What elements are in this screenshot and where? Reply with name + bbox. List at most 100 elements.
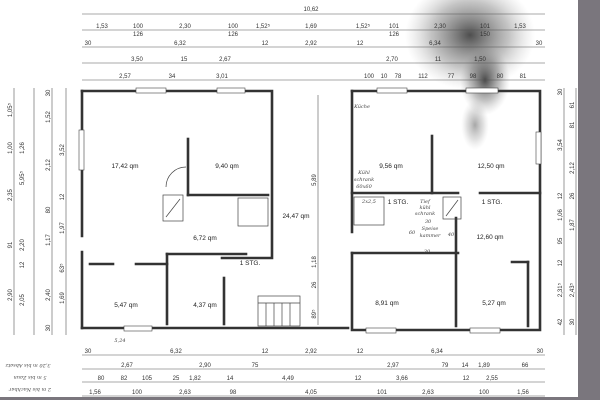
top-dimension: 15 xyxy=(181,57,188,63)
right-dimension: 12 xyxy=(558,259,564,266)
handwritten-note: 5,24 xyxy=(114,338,125,344)
room-area-label: 9,56 qm xyxy=(379,163,403,170)
bottom-dimension: 1,56 xyxy=(89,390,101,396)
top-dimension: 1,50 xyxy=(474,57,486,63)
top-dimension: 2,30 xyxy=(179,24,191,30)
overall-width-dimension: 10,62 xyxy=(303,7,319,13)
right-dimension: 42 xyxy=(558,318,564,325)
handwritten-note: 60 xyxy=(409,230,416,236)
stair-dimension: 1,18 xyxy=(312,256,318,268)
handwritten-note: 30 xyxy=(425,219,432,225)
right-dimension: 2,43⁵ xyxy=(569,282,576,297)
bottom-dimension: 12 xyxy=(262,349,269,355)
bottom-dimension: 2,55 xyxy=(486,376,498,382)
walls xyxy=(78,87,542,334)
room-area-label: 24,47 qm xyxy=(282,213,309,220)
left-dimension: 1,00 xyxy=(8,142,14,154)
top-dimension: 81 xyxy=(520,74,527,80)
bottom-dimension: 79 xyxy=(442,363,449,369)
bottom-dimension: 1,89 xyxy=(478,363,490,369)
bottom-dimension: 14 xyxy=(227,376,234,382)
handwritten-note: schrank xyxy=(354,177,374,183)
top-dimension: 80 xyxy=(497,74,504,80)
dimension-lines xyxy=(13,13,577,397)
left-dimension: 91 xyxy=(8,241,14,248)
bottom-dimension: 2,97 xyxy=(387,363,399,369)
left-dimension: 12 xyxy=(20,261,26,268)
top-dimension: 101 xyxy=(389,24,400,30)
top-dimension: 12 xyxy=(357,41,364,47)
top-dimension: 78 xyxy=(395,74,402,80)
bottom-dimension: 12 xyxy=(355,376,362,382)
bottom-dimension: 2,90 xyxy=(199,363,211,369)
bottom-dimension: 2,63 xyxy=(179,390,191,396)
top-dimension: 126 xyxy=(389,32,400,38)
top-dimension: 2,30 xyxy=(434,24,446,30)
left-dimension: 1,97 xyxy=(60,222,66,234)
handwritten-note: 60x60 xyxy=(356,184,372,190)
top-dimension: 10 xyxy=(381,74,388,80)
left-dimension: 2,90 xyxy=(8,289,14,301)
bottom-dimension: 6,32 xyxy=(170,349,182,355)
right-dimension: 30 xyxy=(558,88,564,95)
top-dimension: 34 xyxy=(169,74,176,80)
floor-level-label: 1 STG. xyxy=(482,199,503,206)
left-dimension: 12 xyxy=(60,193,66,200)
top-dimension: 150 xyxy=(480,32,491,38)
room-area-label: 8,91 qm xyxy=(375,300,399,307)
bottom-dimension: 12 xyxy=(463,376,470,382)
handwritten-note: Speise xyxy=(422,226,439,232)
scan-border xyxy=(578,0,600,400)
bottom-dimension: 66 xyxy=(522,363,529,369)
handwritten-note: Kühl xyxy=(357,170,370,176)
right-dimension: 1,06 xyxy=(558,209,564,221)
room-area-label: 17,42 qm xyxy=(111,163,138,170)
bottom-dimension: 105 xyxy=(142,376,153,382)
top-dimension: 30 xyxy=(536,41,543,47)
room-area-label: 12,50 qm xyxy=(477,163,504,170)
left-dimension: 3,52 xyxy=(60,144,66,156)
bottom-dimension: 82 xyxy=(121,376,128,382)
left-dimension: 63⁵ xyxy=(59,263,66,273)
left-dimension: 2,05 xyxy=(20,294,26,306)
left-dimension: 80 xyxy=(46,206,52,213)
bottom-dimension: 4,49 xyxy=(282,376,294,382)
room-area-label: 4,37 qm xyxy=(193,302,217,309)
right-dimension: 1,87 xyxy=(570,219,576,231)
top-dimension: 1,69 xyxy=(305,24,317,30)
right-dimension: 61 xyxy=(570,101,576,108)
top-dimension: 1,52⁵ xyxy=(256,23,271,30)
bottom-dimension: 30 xyxy=(537,349,544,355)
right-dimension: 26 xyxy=(570,192,576,199)
top-dimension: 12 xyxy=(262,41,269,47)
left-dimension: 30 xyxy=(46,324,52,331)
top-dimension: 112 xyxy=(418,74,428,80)
bottom-dimension: 12 xyxy=(357,349,364,355)
top-dimension: 2,70 xyxy=(386,57,398,63)
bottom-dimension: 2,67 xyxy=(121,363,133,369)
top-dimension: 11 xyxy=(435,57,442,63)
top-dimension: 98 xyxy=(470,74,477,80)
bottom-dimension: 100 xyxy=(132,390,143,396)
top-dimension: 100 xyxy=(364,74,375,80)
bottom-dimension: 80 xyxy=(98,376,105,382)
room-area-label: 9,40 qm xyxy=(215,163,239,170)
left-dimension: 2,12 xyxy=(46,159,52,171)
top-dimension: 100 xyxy=(228,24,239,30)
left-dimension: 1,05⁵ xyxy=(7,102,14,117)
handwritten-note: Küche xyxy=(353,104,370,110)
right-dimension: 95 xyxy=(558,237,564,244)
left-dimension: 1,69 xyxy=(60,292,66,304)
bottom-dimension: 75 xyxy=(252,363,259,369)
handwritten-note: 30 xyxy=(424,249,431,255)
left-dimension: 2,40 xyxy=(46,289,52,301)
right-dimension: 12 xyxy=(558,192,564,199)
left-dimension: 5,95⁵ xyxy=(19,170,26,185)
right-dimension: 30 xyxy=(570,318,576,325)
top-dimension: 126 xyxy=(228,32,239,38)
bottom-dimension: 100 xyxy=(479,390,490,396)
stair-dimension: 89⁵ xyxy=(311,309,318,319)
room-area-label: 6,72 qm xyxy=(193,235,217,242)
top-dimension: 3,01 xyxy=(216,74,228,80)
top-dimension: 100 xyxy=(133,24,144,30)
